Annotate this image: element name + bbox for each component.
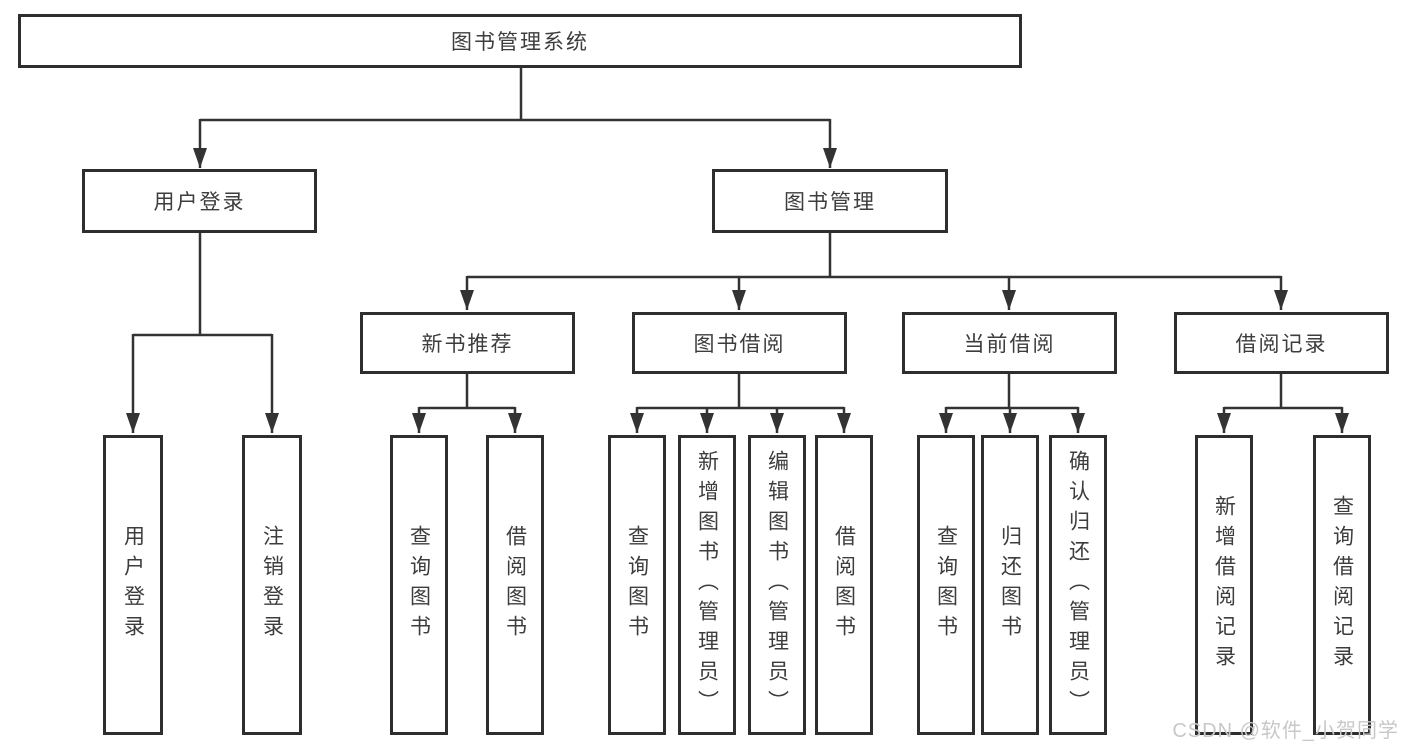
node-label: 新增图书（管理员） [695, 450, 719, 720]
node-book-borrow: 图书借阅 [632, 312, 847, 374]
node-label: 用户登录 [121, 525, 145, 645]
node-library-system: 图书管理系统 [18, 14, 1022, 68]
node-logout: 注销登录 [242, 435, 302, 735]
node-query-borrow-record: 查询借阅记录 [1313, 435, 1371, 735]
node-label: 借阅记录 [1235, 333, 1328, 356]
node-label: 借阅图书 [832, 525, 856, 645]
connector-borrow-records [1217, 374, 1349, 433]
node-add-borrow-record: 新增借阅记录 [1195, 435, 1253, 735]
node-label: 查询图书 [625, 525, 649, 645]
node-label: 编辑图书（管理员） [765, 450, 789, 720]
node-borrow-books: 借阅图书 [815, 435, 873, 735]
node-label: 当前借阅 [963, 333, 1056, 356]
node-label: 新书推荐 [421, 333, 514, 356]
connector-book-borrow [630, 374, 851, 433]
node-query-books-recommend: 查询图书 [390, 435, 448, 735]
connector-new-book-recommend [412, 374, 522, 433]
connector-user-login [126, 233, 279, 433]
node-label: 归还图书 [998, 525, 1022, 645]
node-label: 查询图书 [934, 525, 958, 645]
node-query-books-borrow: 查询图书 [608, 435, 666, 735]
node-user-login: 用户登录 [82, 169, 317, 233]
node-label: 图书管理 [784, 191, 876, 214]
node-query-books-current: 查询图书 [917, 435, 975, 735]
node-label: 新增借阅记录 [1212, 495, 1236, 675]
node-add-books-admin: 新增图书（管理员） [678, 435, 736, 735]
node-new-book-recommend: 新书推荐 [360, 312, 575, 374]
node-user-login-leaf: 用户登录 [103, 435, 163, 735]
node-label: 图书管理系统 [451, 31, 589, 54]
node-borrow-books-recommend: 借阅图书 [486, 435, 544, 735]
node-label: 注销登录 [260, 525, 284, 645]
node-edit-books-admin: 编辑图书（管理员） [748, 435, 806, 735]
node-book-management: 图书管理 [712, 169, 948, 233]
node-borrow-records: 借阅记录 [1174, 312, 1389, 374]
node-label: 用户登录 [153, 191, 246, 214]
connector-book-management [460, 233, 1288, 310]
node-label: 图书借阅 [693, 333, 786, 356]
node-confirm-return-admin: 确认归还（管理员） [1049, 435, 1107, 735]
watermark: CSDN @软件_小贺同学 [1172, 720, 1399, 742]
node-return-books: 归还图书 [981, 435, 1039, 735]
node-label: 确认归还（管理员） [1066, 450, 1090, 720]
node-current-borrow: 当前借阅 [902, 312, 1117, 374]
connector-current-borrow [939, 374, 1085, 433]
node-label: 查询图书 [407, 525, 431, 645]
node-label: 查询借阅记录 [1330, 495, 1354, 675]
connector-root [193, 68, 837, 168]
node-label: 借阅图书 [503, 525, 527, 645]
